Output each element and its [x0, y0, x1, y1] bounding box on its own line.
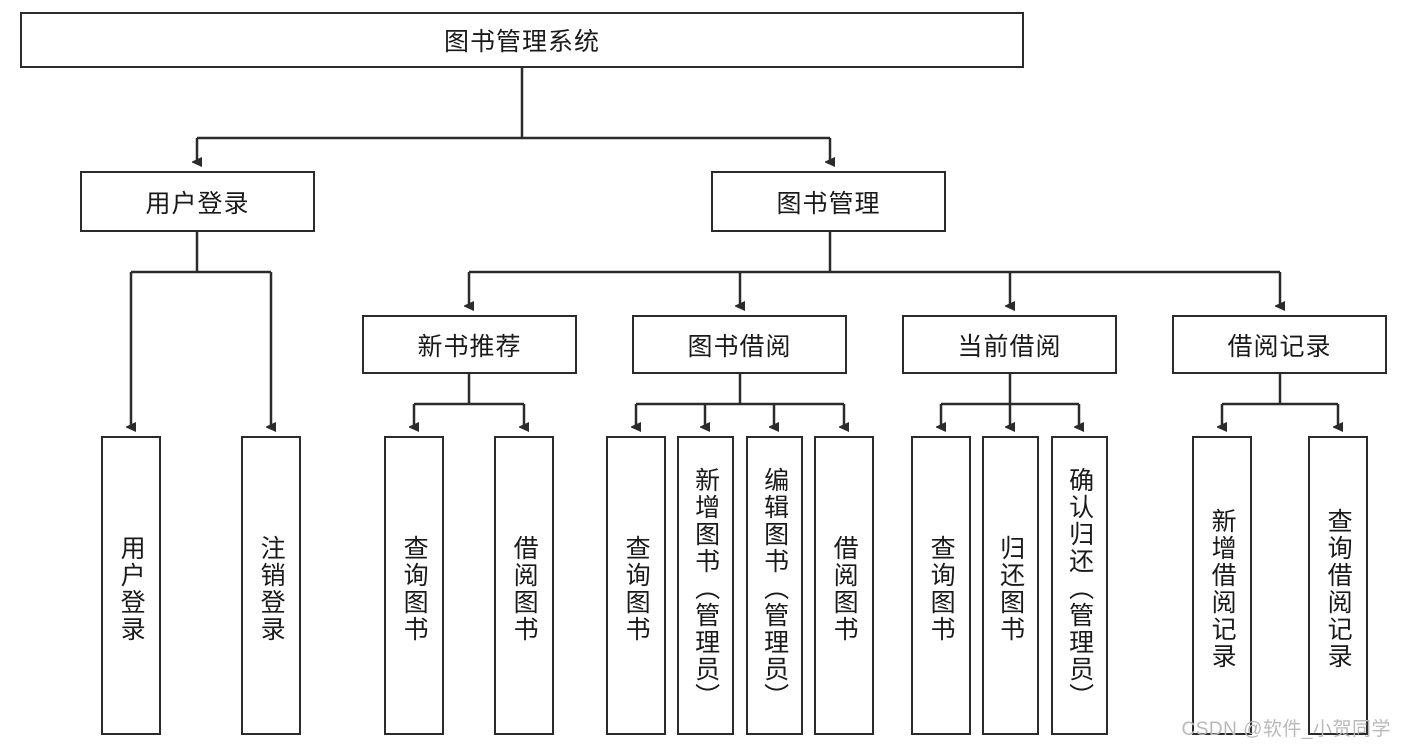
node-leaf-user-login[interactable]: 用户登录: [101, 436, 161, 735]
node-root-label: 图书管理系统: [443, 28, 600, 56]
node-leaf-confirm-return-label: 确认归还（管理员）: [1065, 467, 1094, 710]
node-current-borrow[interactable]: 当前借阅: [902, 315, 1117, 374]
node-borrow-record-label: 借阅记录: [1227, 332, 1332, 361]
node-leaf-borrow-book-1-label: 借阅图书: [510, 534, 539, 643]
node-book-manage[interactable]: 图书管理: [711, 171, 946, 232]
node-leaf-add-book[interactable]: 新增图书（管理员）: [677, 436, 734, 735]
node-new-book-rec[interactable]: 新书推荐: [362, 315, 577, 374]
node-user-login[interactable]: 用户登录: [80, 171, 315, 232]
node-leaf-user-login-label: 用户登录: [117, 534, 146, 643]
node-book-borrow-label: 图书借阅: [687, 332, 792, 361]
node-leaf-edit-book[interactable]: 编辑图书（管理员）: [746, 436, 803, 735]
node-root[interactable]: 图书管理系统: [20, 12, 1024, 68]
node-leaf-add-record[interactable]: 新增借阅记录: [1192, 436, 1252, 735]
node-borrow-record[interactable]: 借阅记录: [1172, 315, 1387, 374]
node-book-borrow[interactable]: 图书借阅: [632, 315, 847, 374]
node-book-manage-label: 图书管理: [776, 189, 881, 218]
node-leaf-query-book-3-label: 查询图书: [927, 534, 956, 643]
node-leaf-query-record[interactable]: 查询借阅记录: [1308, 436, 1368, 735]
node-leaf-borrow-book-2[interactable]: 借阅图书: [814, 436, 874, 735]
node-leaf-logout[interactable]: 注销登录: [241, 436, 301, 735]
node-user-login-label: 用户登录: [145, 189, 250, 218]
node-leaf-borrow-book-1[interactable]: 借阅图书: [494, 436, 554, 735]
node-leaf-return-book-label: 归还图书: [996, 534, 1025, 643]
node-current-borrow-label: 当前借阅: [957, 332, 1062, 361]
node-leaf-query-record-label: 查询借阅记录: [1324, 507, 1353, 670]
node-leaf-add-book-label: 新增图书（管理员）: [691, 467, 720, 710]
node-leaf-confirm-return[interactable]: 确认归还（管理员）: [1051, 436, 1108, 735]
node-leaf-return-book[interactable]: 归还图书: [982, 436, 1039, 735]
node-leaf-logout-label: 注销登录: [257, 534, 286, 643]
node-leaf-query-book-2[interactable]: 查询图书: [606, 436, 666, 735]
node-leaf-borrow-book-2-label: 借阅图书: [830, 534, 859, 643]
node-leaf-edit-book-label: 编辑图书（管理员）: [760, 467, 789, 710]
node-leaf-query-book-1[interactable]: 查询图书: [384, 436, 444, 735]
node-leaf-add-record-label: 新增借阅记录: [1208, 507, 1237, 670]
node-leaf-query-book-2-label: 查询图书: [622, 534, 651, 643]
node-leaf-query-book-3[interactable]: 查询图书: [911, 436, 971, 735]
watermark: CSDN @软件_小贺同学: [1181, 719, 1391, 740]
node-new-book-rec-label: 新书推荐: [417, 332, 522, 361]
node-leaf-query-book-1-label: 查询图书: [400, 534, 429, 643]
